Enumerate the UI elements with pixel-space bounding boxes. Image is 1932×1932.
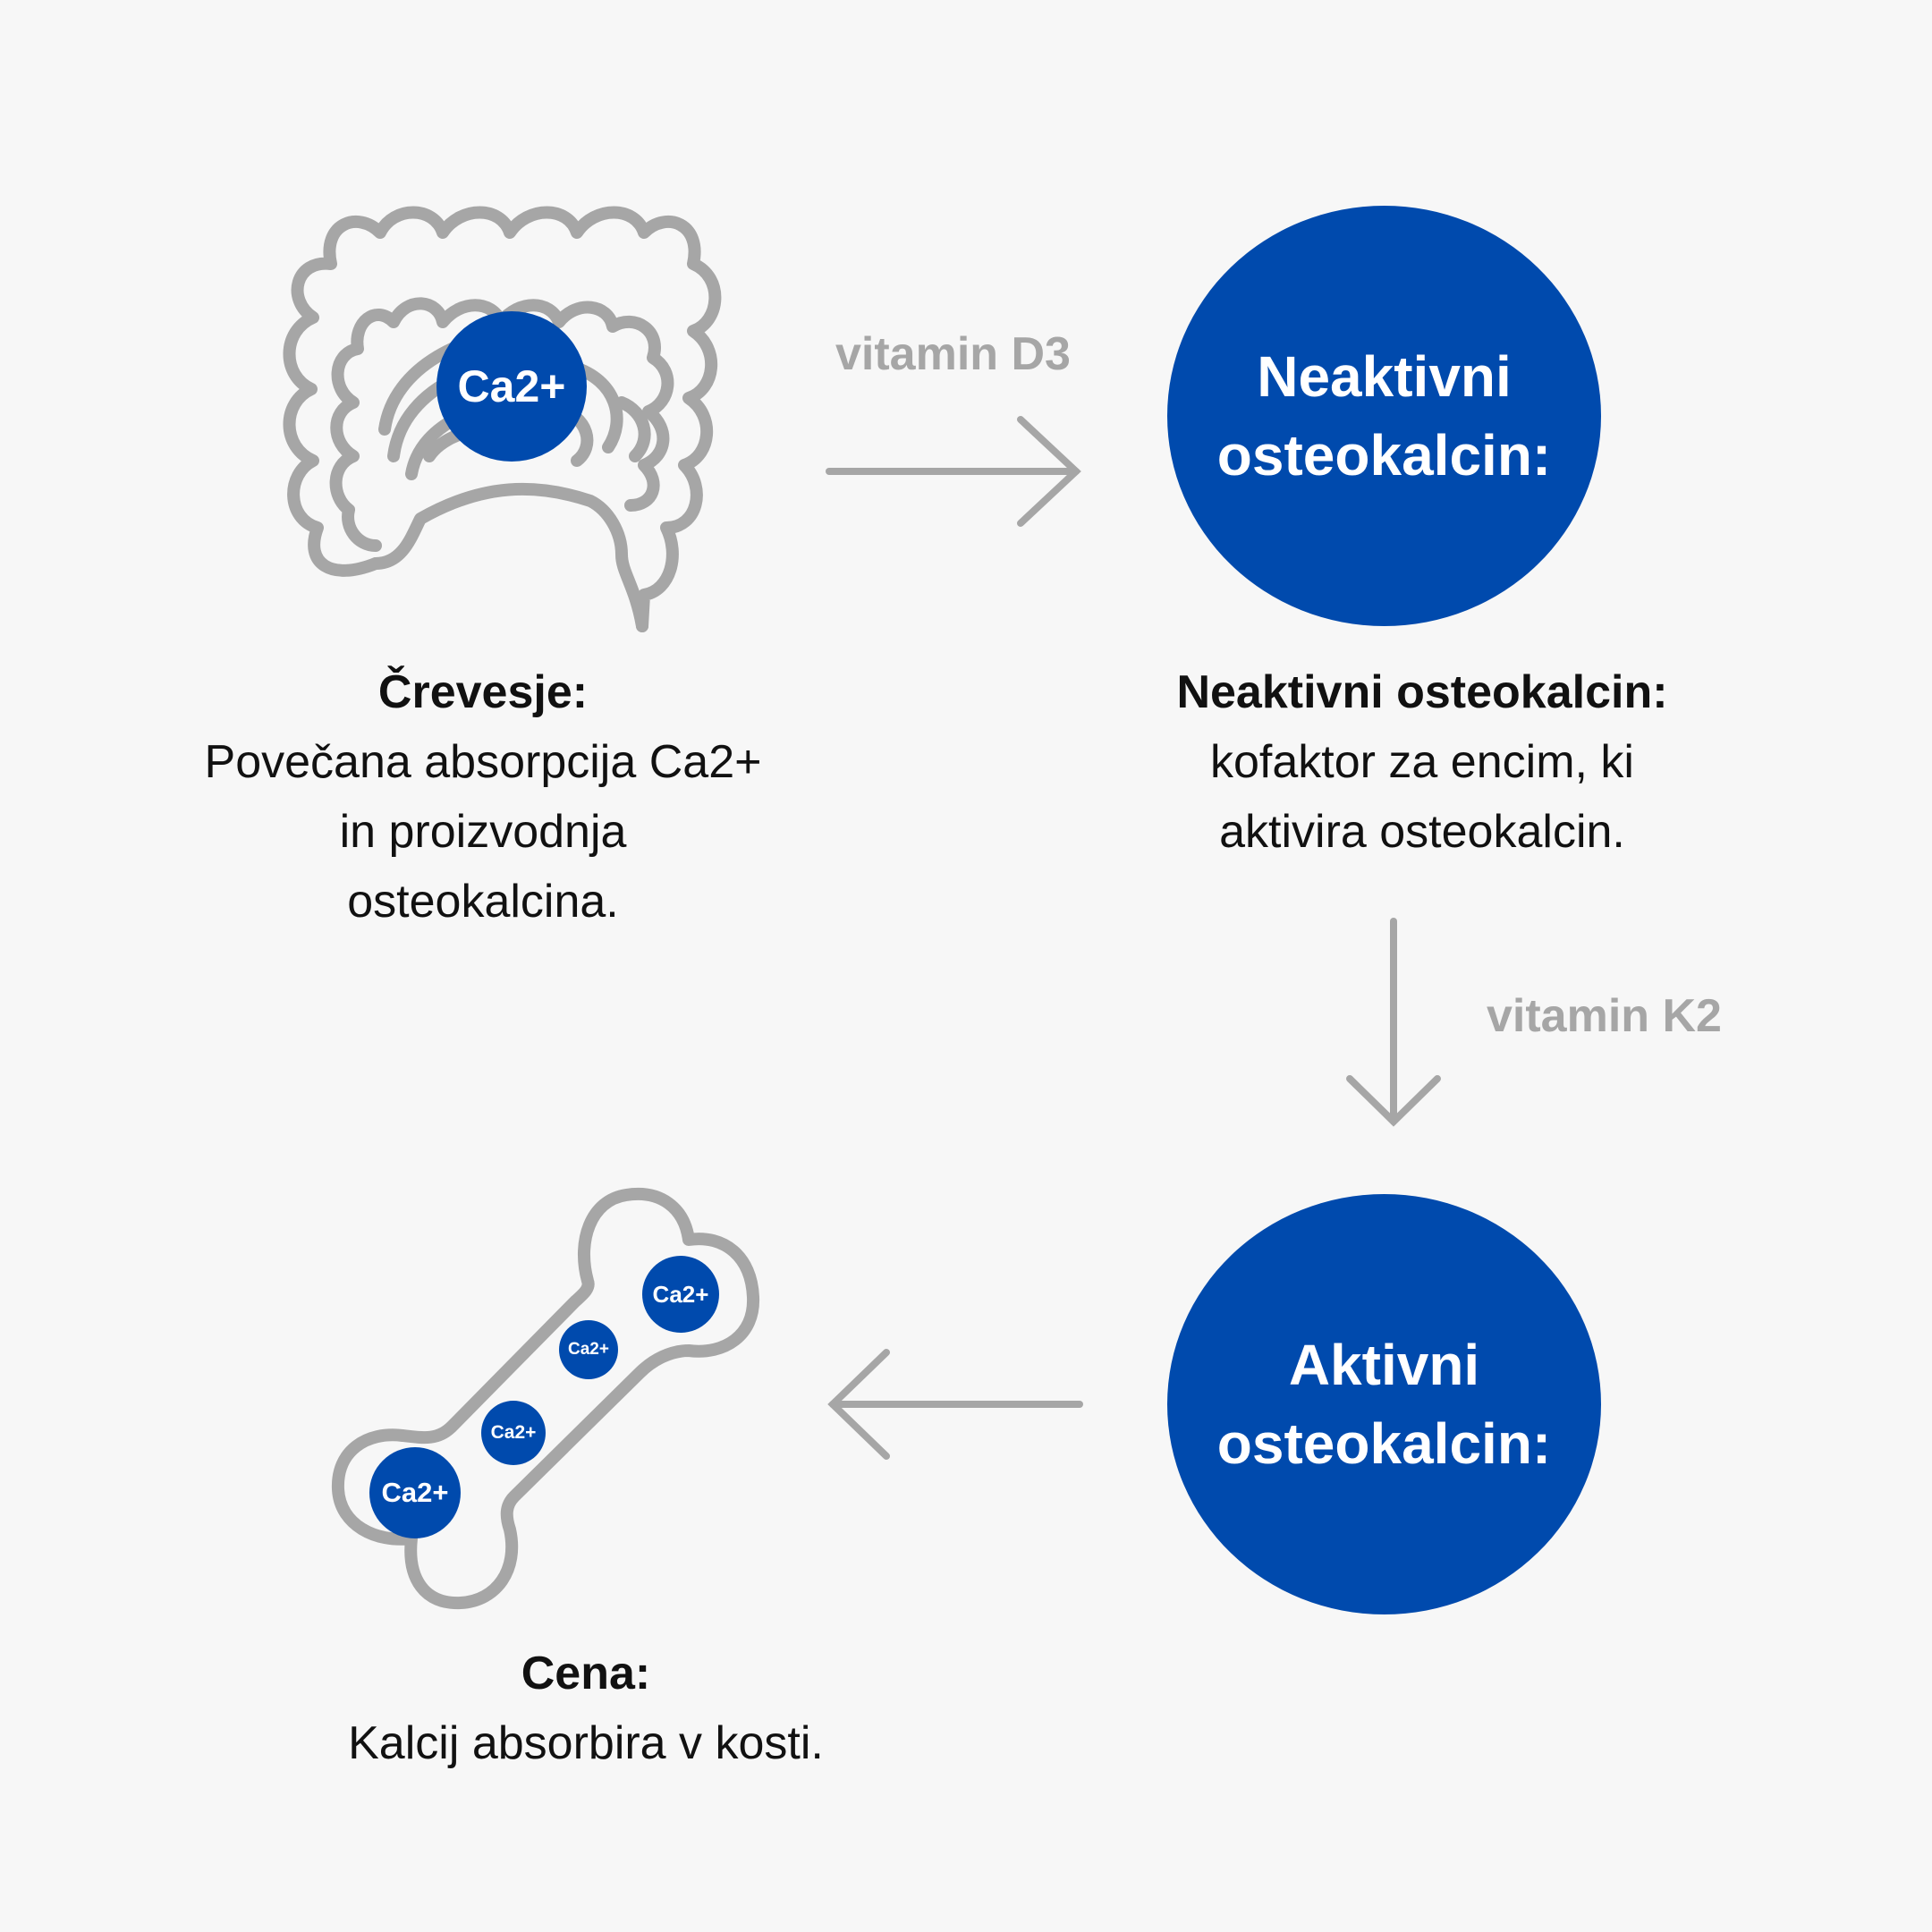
bone-caption-line: Kalcij absorbira v kosti. — [348, 1717, 824, 1769]
arrow-left-icon — [827, 1349, 1083, 1460]
bone-ca-badge: Ca2+ — [481, 1401, 546, 1465]
inactive-caption-line: kofaktor za encim, ki — [1210, 736, 1634, 788]
intestine-caption-line: in proizvodnja — [339, 806, 627, 858]
intestine-caption: Črevesje: Povečana absorpcija Ca2+ in pr… — [116, 657, 850, 936]
bone-caption: Cena: Kalcij absorbira v kosti. — [224, 1639, 948, 1778]
arrow-down-icon — [1346, 918, 1441, 1127]
bone-ca-badge-label: Ca2+ — [490, 1422, 537, 1443]
active-osteocalcin-circle: Aktivni osteokalcin: — [1167, 1194, 1601, 1614]
arrow-right-icon — [826, 416, 1081, 527]
inactive-circle-line: Neaktivni — [1257, 344, 1512, 409]
bone-ca-badge: Ca2+ — [559, 1320, 618, 1379]
active-circle-line: osteokalcin: — [1216, 1411, 1552, 1476]
intestine-ca-badge: Ca2+ — [436, 311, 587, 462]
intestine-caption-line: osteokalcina. — [347, 876, 619, 928]
inactive-caption-title: Neaktivni osteokalcin: — [1176, 666, 1668, 718]
active-circle-line: Aktivni — [1288, 1333, 1480, 1397]
bone-caption-title: Cena: — [521, 1648, 651, 1699]
inactive-caption: Neaktivni osteokalcin: kofaktor za encim… — [1064, 657, 1780, 867]
intestine-ca-badge-label: Ca2+ — [457, 361, 566, 411]
inactive-circle-line: osteokalcin: — [1216, 423, 1552, 487]
inactive-osteocalcin-circle: Neaktivni osteokalcin: — [1167, 206, 1601, 626]
inactive-caption-line: aktivira osteokalcin. — [1219, 806, 1625, 858]
bone-ca-badge: Ca2+ — [642, 1256, 719, 1333]
bone-ca-badge-label: Ca2+ — [568, 1340, 609, 1359]
vitamin-d3-label: vitamin D3 — [835, 328, 1071, 380]
intestine-caption-line: Povečana absorpcija Ca2+ — [204, 736, 762, 788]
intestine-caption-title: Črevesje: — [377, 666, 589, 718]
bone-ca-badge-label: Ca2+ — [381, 1477, 449, 1508]
bone-ca-badge-label: Ca2+ — [652, 1280, 709, 1308]
vitamin-k2-label: vitamin K2 — [1487, 990, 1722, 1042]
bone-ca-badge: Ca2+ — [369, 1447, 461, 1538]
bone-icon — [331, 1188, 760, 1610]
